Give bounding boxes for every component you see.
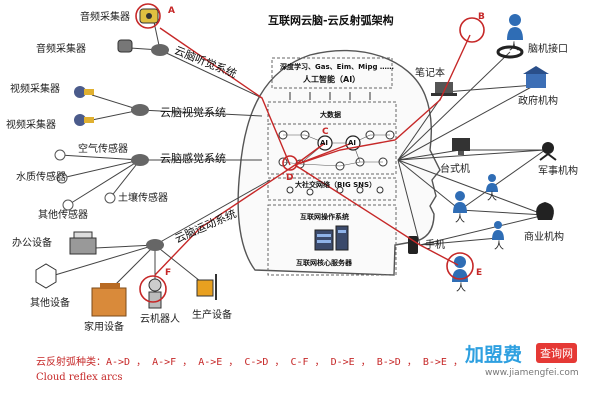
home-equipment-label: 家用设备 bbox=[84, 322, 124, 333]
vision-system-label: 云脑视觉系统 bbox=[160, 106, 226, 119]
audio-collector-label-1: 音频采集器 bbox=[80, 12, 130, 23]
government-icon bbox=[523, 66, 549, 88]
robot-icon bbox=[148, 278, 162, 309]
watermark-url: www.jiamengfei.com bbox=[485, 368, 579, 378]
water-sensor-label: 水质传感器 bbox=[16, 172, 66, 183]
brain-interface-icon bbox=[496, 45, 524, 59]
production-equipment-label: 生产设备 bbox=[192, 310, 232, 321]
arc-letter-d: D bbox=[286, 173, 294, 183]
ai-layer-label: 人工智能（AI） bbox=[303, 75, 361, 84]
sns-label: 大社交网络（BIG SNS） bbox=[295, 181, 377, 189]
other-equipment-label: 其他设备 bbox=[30, 298, 70, 309]
audio-device-icon bbox=[117, 39, 133, 53]
person-label-b: 人 bbox=[509, 42, 519, 53]
brain-interface-label: 脑机接口 bbox=[528, 44, 568, 55]
reflex-arc-caption: Cloud reflex arcs bbox=[36, 372, 123, 383]
internet-os-label: 互联网操作系统 bbox=[300, 213, 349, 221]
desktop-icon bbox=[452, 138, 470, 155]
reflex-arcs bbox=[154, 27, 471, 276]
watermark-tag: 查询网 bbox=[536, 343, 577, 363]
server-icon bbox=[314, 225, 349, 251]
sense-system-label: 云脑感觉系统 bbox=[160, 152, 226, 165]
person-label-3: 人 bbox=[494, 241, 504, 252]
phone-icon bbox=[408, 236, 418, 254]
reflex-arc-types: 云反射弧种类：A->D ， A->F ， A->E ， C->D ， C-F ，… bbox=[36, 357, 463, 368]
printer-icon bbox=[69, 231, 97, 255]
video-collector-label-1: 视频采集器 bbox=[10, 84, 60, 95]
cloud-robot-label: 云机器人 bbox=[140, 314, 180, 325]
person-label-e: 人 bbox=[456, 283, 466, 294]
arc-letter-b: B bbox=[478, 12, 485, 22]
core-server-label: 互联网核心服务器 bbox=[296, 259, 352, 267]
big-data-label: 大数据 bbox=[320, 111, 341, 119]
person-label-1: 人 bbox=[455, 214, 465, 225]
watermark: 加盟费 查询网 www.jiamengfei.com bbox=[465, 340, 595, 390]
hexagon-icon bbox=[35, 263, 57, 289]
video-collector-label-2: 视频采集器 bbox=[6, 120, 56, 131]
forklift-icon bbox=[196, 274, 217, 300]
ai-node-label-1: AI bbox=[320, 139, 329, 147]
person-label-2: 人 bbox=[487, 192, 497, 203]
business-label: 商业机构 bbox=[524, 232, 564, 243]
arc-letter-f: F bbox=[165, 268, 172, 278]
desktop-label: 台式机 bbox=[440, 164, 470, 175]
military-label: 军事机构 bbox=[538, 166, 578, 177]
military-icon bbox=[539, 142, 557, 161]
home-appliance-icon bbox=[91, 283, 127, 317]
business-icon bbox=[536, 202, 554, 220]
phone-label: 手机 bbox=[425, 240, 445, 251]
arc-letter-c: C bbox=[322, 127, 329, 137]
hub-nodes bbox=[131, 44, 169, 251]
watermark-brand: 加盟费 bbox=[465, 344, 523, 366]
government-label: 政府机构 bbox=[518, 96, 558, 107]
air-sensor-label: 空气传感器 bbox=[78, 144, 128, 155]
diagram-title: 互联网云脑-云反射弧架构 bbox=[268, 14, 394, 27]
arc-letter-e: E bbox=[476, 268, 483, 278]
soil-sensor-label: 土壤传感器 bbox=[118, 193, 168, 204]
arc-letter-a: A bbox=[168, 6, 175, 16]
laptop-icon bbox=[431, 82, 457, 96]
ai-methods-text: 深度学习、Gas、Eim、Mipg …… bbox=[280, 63, 394, 71]
ai-node-label-2: AI bbox=[348, 139, 357, 147]
audio-collector-label-2: 音频采集器 bbox=[36, 44, 86, 55]
office-equipment-label: 办公设备 bbox=[12, 238, 52, 249]
other-sensor-label: 其他传感器 bbox=[38, 210, 88, 221]
video-camera-icon bbox=[74, 114, 94, 126]
laptop-label: 笔记本 bbox=[415, 68, 445, 79]
audio-device-icon bbox=[139, 8, 159, 24]
video-camera-icon bbox=[74, 86, 94, 98]
